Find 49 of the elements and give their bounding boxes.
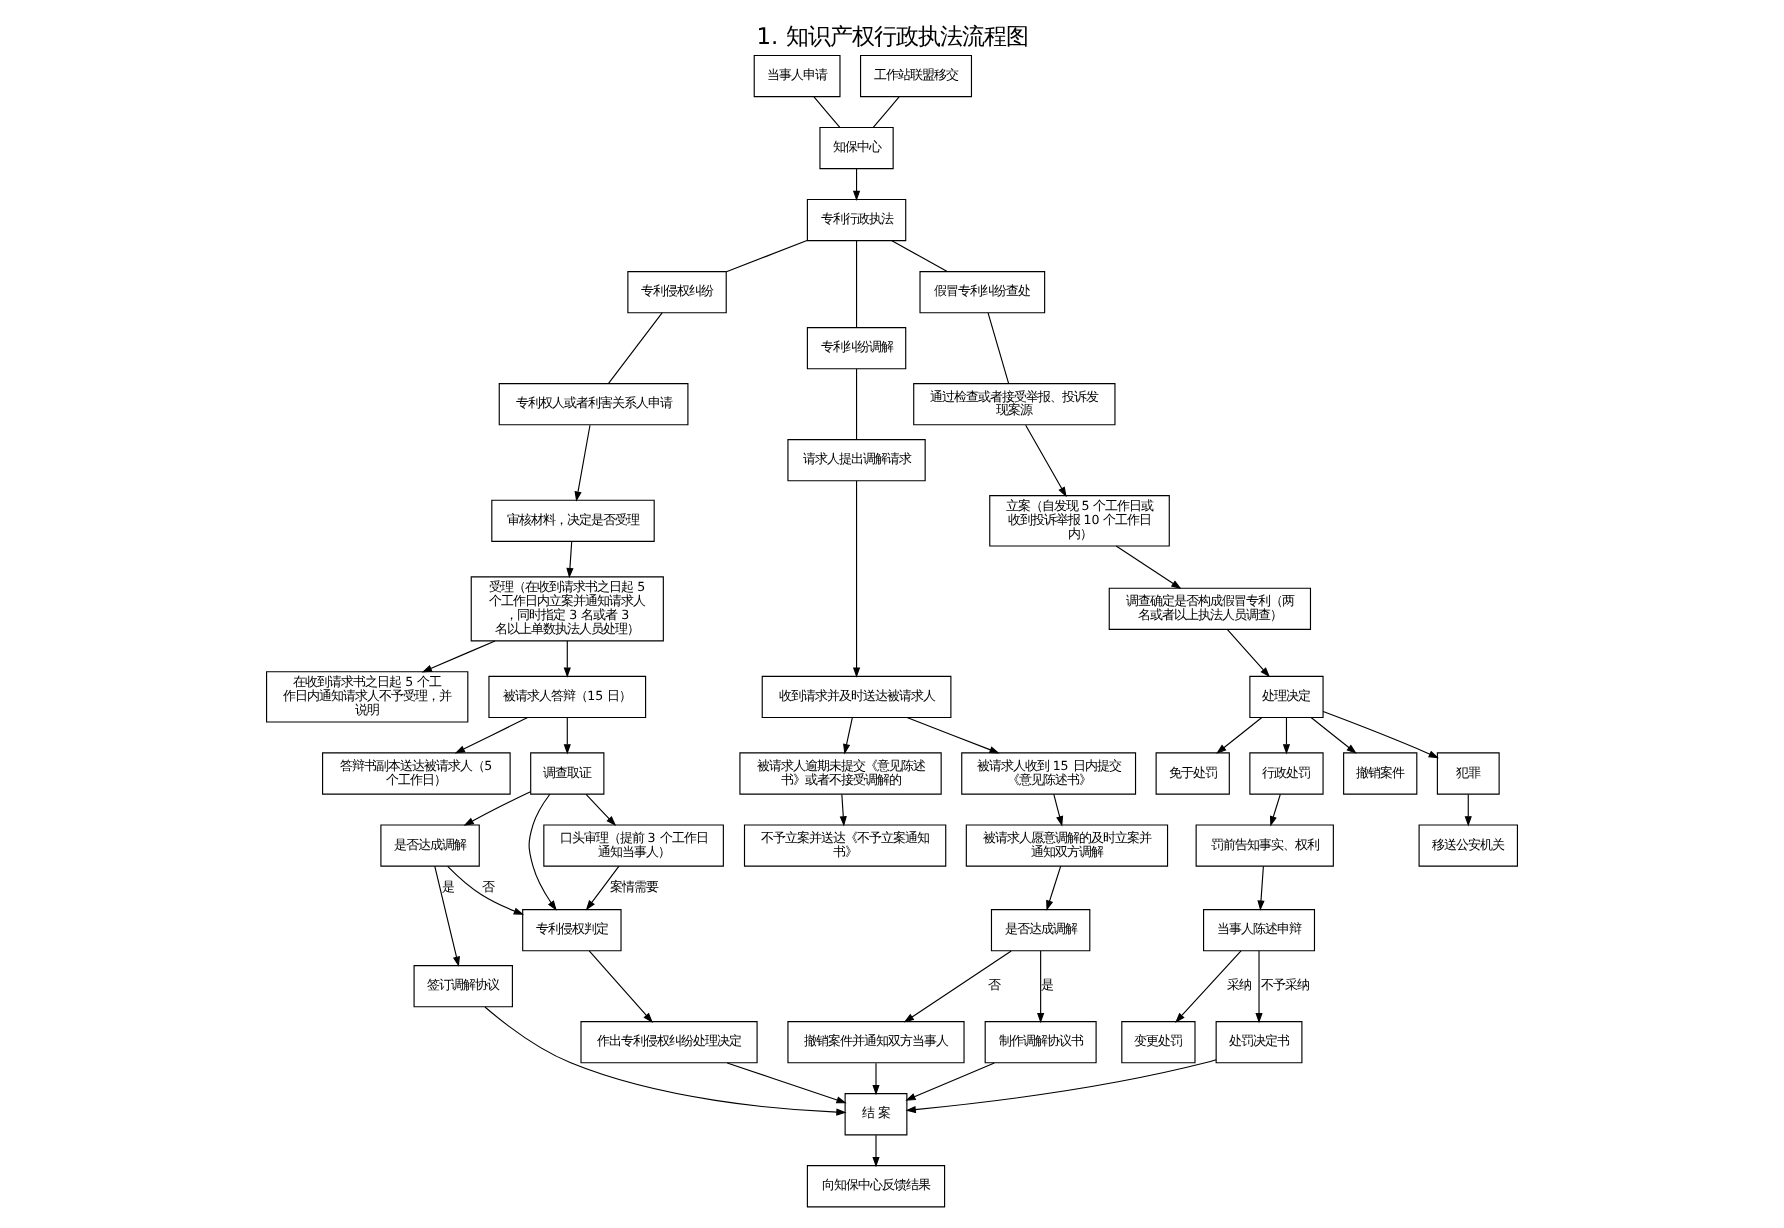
connector	[607, 312, 663, 385]
arrow	[1025, 424, 1067, 498]
connector	[725, 239, 808, 273]
arrow	[1257, 865, 1265, 911]
connector	[813, 96, 841, 128]
arrow	[905, 1059, 1217, 1114]
arrow	[1464, 793, 1472, 827]
arrow	[528, 793, 557, 911]
connector	[856, 240, 858, 329]
arrow	[872, 1062, 880, 1096]
arrow	[454, 717, 529, 754]
arrow	[588, 950, 653, 1023]
arrow	[1282, 717, 1291, 755]
arrow	[1226, 628, 1271, 678]
connector	[891, 240, 948, 273]
arrow	[839, 793, 847, 827]
arrow	[1046, 865, 1062, 911]
diagram-title: 1. 知识产权行政执法流程图	[756, 22, 1028, 51]
arrow	[463, 791, 532, 826]
arrow	[566, 540, 574, 579]
arrow	[852, 480, 861, 678]
arrow	[843, 717, 853, 755]
arrow	[1216, 717, 1263, 754]
arrow	[1255, 950, 1263, 1024]
arrow	[905, 1062, 995, 1101]
arrow	[574, 424, 591, 502]
connector	[987, 312, 1010, 385]
arrow	[903, 950, 1012, 1023]
arrow	[1175, 950, 1242, 1023]
arrow	[726, 1062, 847, 1104]
connector	[872, 96, 900, 128]
arrow	[585, 865, 620, 911]
arrow	[585, 793, 617, 827]
arrow	[1269, 793, 1281, 827]
arrow	[1115, 545, 1182, 590]
arrow	[852, 168, 861, 202]
arrow	[421, 640, 496, 673]
arrow	[1037, 950, 1045, 1024]
arrow	[1322, 711, 1439, 759]
arrow	[1310, 717, 1357, 754]
arrow	[434, 865, 460, 967]
arrow	[563, 717, 571, 755]
arrow	[1053, 793, 1064, 827]
arrow	[563, 640, 571, 678]
connector	[856, 368, 858, 441]
arrow	[484, 1006, 847, 1116]
arrow	[872, 1134, 880, 1168]
arrow	[447, 865, 524, 915]
arrow	[906, 717, 1000, 754]
